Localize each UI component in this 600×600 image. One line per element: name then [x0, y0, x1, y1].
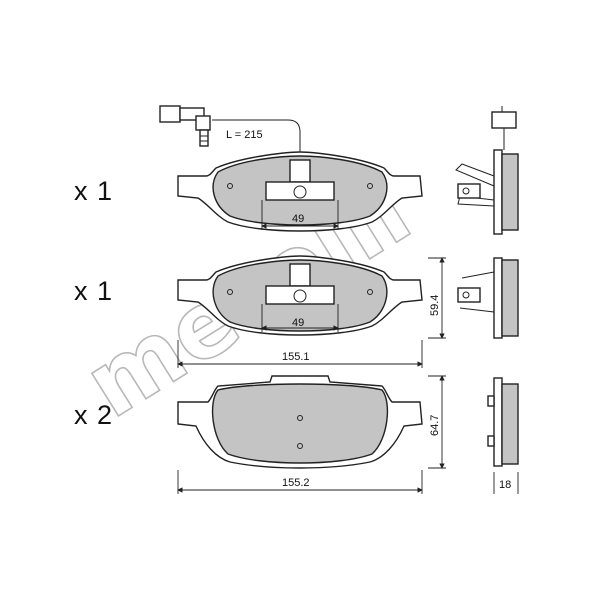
quantity-label-set-1: x 1: [74, 176, 114, 206]
rivet-upper-bottom: [297, 415, 303, 421]
rivet-right-top: [367, 183, 373, 189]
sensor-connector: [159, 105, 181, 123]
pad-thickness-label: 18: [499, 479, 511, 491]
wear-sensor: L = 215: [159, 105, 301, 152]
pad-length-label-middle: 155.1: [282, 351, 310, 363]
clip-width-label-middle: 49: [292, 317, 304, 329]
rivet-left-top: [227, 183, 233, 189]
pad-length-label-bottom: 155.2: [282, 477, 310, 489]
quantity-label-set-3: x 2: [74, 400, 114, 430]
clip-top: [265, 181, 335, 201]
rivet-lower-bottom: [297, 443, 303, 449]
side-view-top: [455, 106, 519, 235]
clip-tab-middle: [289, 263, 311, 287]
clip-width-label-top: 49: [292, 213, 304, 225]
friction-lining-bottom: [211, 383, 389, 464]
clip-hole-middle: [293, 289, 307, 303]
rivet-right-middle: [367, 289, 373, 295]
brake-pad-middle: 49 155.1 59.4: [177, 255, 446, 368]
side-view-middle: [457, 257, 519, 339]
clip-tab-top: [289, 159, 311, 183]
sensor-connector-side: [491, 111, 517, 129]
clip-middle: [265, 285, 335, 305]
side-view-bottom: 18: [487, 377, 519, 494]
quantity-label-set-2: x 1: [74, 276, 114, 306]
pad-height-label-bottom: 64.7: [429, 415, 441, 436]
sensor-length-label: L = 215: [226, 129, 263, 141]
rivet-left-middle: [227, 289, 233, 295]
brake-pad-bottom: 155.2 64.7: [177, 375, 446, 494]
clip-hole-top: [293, 185, 307, 199]
brake-pad-top: 49: [177, 151, 423, 232]
pad-height-label-middle: 59.4: [429, 295, 441, 316]
